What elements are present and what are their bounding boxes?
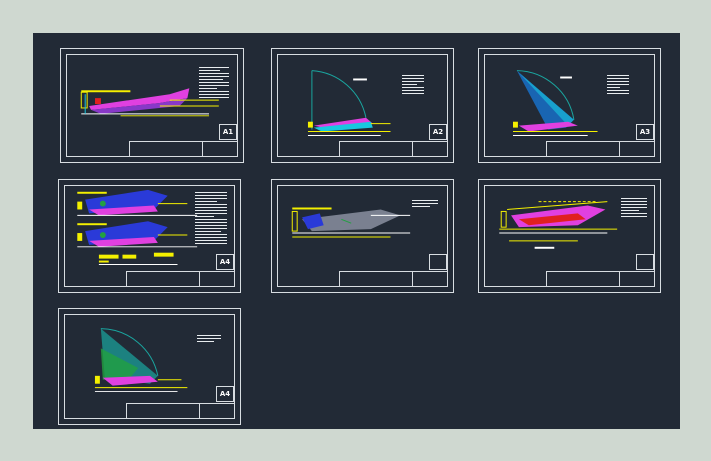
sheet-number-label: A4: [216, 386, 234, 402]
drawing-sheet-3[interactable]: A3: [478, 48, 661, 163]
sheet-notes: [197, 335, 221, 344]
sheet-number-label: A3: [636, 124, 654, 140]
sheet-number-label: A2: [429, 124, 447, 140]
drawing-sheet-2[interactable]: A2: [271, 48, 454, 163]
drawing-sheet-7[interactable]: A4: [58, 308, 241, 425]
title-block: [126, 403, 235, 419]
title-block: [546, 271, 655, 287]
drawing-sheet-4[interactable]: A4: [58, 179, 241, 293]
sheet-border: [66, 54, 238, 157]
sheet-border: [484, 185, 655, 287]
title-block: [339, 271, 448, 287]
sheet-notes: [621, 198, 647, 219]
title-block: [546, 141, 655, 157]
sheet-notes: [607, 75, 629, 96]
sheet-border: [277, 54, 448, 157]
sheet-number-label: [429, 254, 447, 270]
title-block: [126, 271, 235, 287]
sheet-border: [277, 185, 448, 287]
section-drawing: [80, 88, 219, 117]
sheet-border: [64, 185, 235, 287]
drawing-canvas[interactable]: A1 A2: [33, 33, 680, 429]
section-drawing: [291, 207, 411, 238]
sheet-notes: [402, 75, 424, 96]
section-drawing: [307, 70, 391, 136]
drawing-sheet-5[interactable]: [271, 179, 454, 293]
sheet-number-label: [636, 254, 654, 270]
section-drawing: [77, 189, 198, 265]
section-drawing: [513, 70, 598, 136]
title-block: [339, 141, 448, 157]
drawing-sheet-1[interactable]: A1: [60, 48, 244, 163]
sheet-number-label: A4: [216, 254, 234, 270]
section-drawing: [94, 328, 188, 393]
sheet-notes: [195, 192, 227, 246]
sheet-notes: [412, 200, 438, 209]
sheet-notes: [199, 67, 229, 100]
title-block: [129, 141, 238, 157]
sheet-border: [484, 54, 655, 157]
sheet-number-label: A1: [219, 124, 237, 140]
sheet-border: [64, 314, 235, 419]
section-drawing: [499, 201, 618, 249]
drawing-sheet-6[interactable]: [478, 179, 661, 293]
